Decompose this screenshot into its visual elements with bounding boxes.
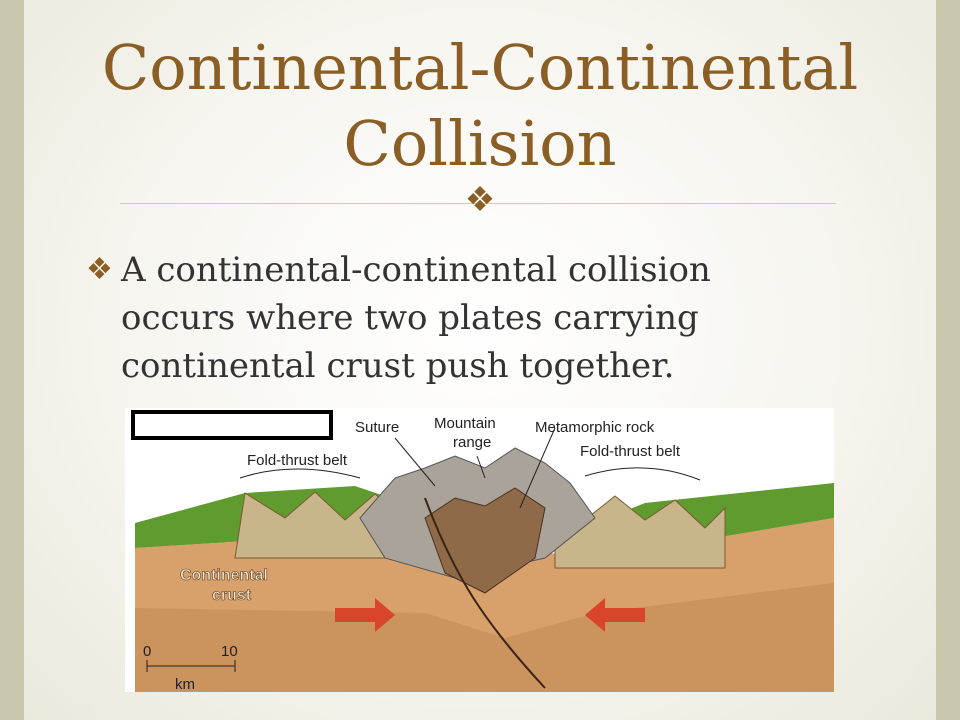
label-suture: Suture: [355, 419, 399, 436]
collision-diagram-svg: Suture Mountain range Metamorphic rock F…: [131, 410, 834, 692]
label-continental-crust-line2: crust: [212, 587, 252, 604]
label-fold-thrust-left: Fold-thrust belt: [247, 452, 348, 469]
dingbat-bullet-icon: ❖: [86, 252, 113, 287]
dingbat-divider-icon: ❖: [464, 180, 496, 220]
scale-label-end: 10: [221, 643, 238, 660]
arrow-left-icon: [585, 598, 645, 632]
label-box: [131, 410, 333, 440]
arrow-right-icon: [335, 598, 395, 632]
label-mountain-range-line1: Mountain: [434, 415, 496, 432]
label-metamorphic-rock: Metamorphic rock: [535, 419, 655, 436]
scale-unit: km: [175, 676, 195, 692]
suture-line: [424, 497, 546, 689]
mountain-leader-line: [476, 455, 486, 479]
slide-title: Continental-Continental Collision: [101, 31, 859, 180]
fold-thrust-right-brace: [584, 467, 701, 481]
suture-leader-line: [394, 437, 436, 487]
metamorphic-leader-line: [519, 427, 556, 509]
fold-thrust-left-brace: [239, 468, 361, 479]
scale-label-start: 0: [143, 643, 151, 660]
label-continental-crust-line1: Continental: [180, 567, 268, 584]
label-fold-thrust-right: Fold-thrust belt: [580, 443, 681, 460]
collision-diagram: Suture Mountain range Metamorphic rock F…: [125, 408, 834, 692]
title-divider-line: [120, 203, 836, 204]
label-mountain-range-line2: range: [453, 434, 491, 451]
bullet-text: A continental-continental collision occu…: [121, 250, 711, 386]
lower-crust: [135, 583, 834, 692]
fold-thrust-belt-right: [554, 495, 726, 569]
